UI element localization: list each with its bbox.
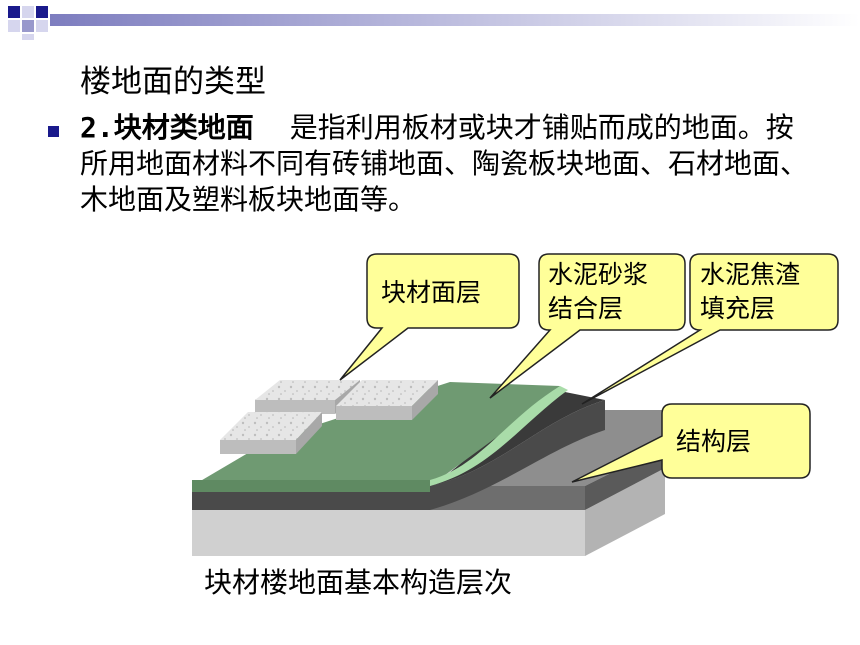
- callout-block-layer: [339, 253, 520, 381]
- bullet-body: 是指利用板材或块才铺贴而成的地面。按所用地面材料不同有砖铺地面、陶瓷板块地面、石…: [80, 111, 809, 216]
- callout-mortar-label-1: 水泥砂浆: [548, 260, 649, 289]
- callout-block-layer-label: 块材面层: [381, 278, 482, 307]
- bullet-square-icon: [48, 126, 59, 137]
- callout-structure-layer: [571, 403, 811, 483]
- marble-tiles: [220, 380, 438, 454]
- bullet-label: 2.块材类地面: [80, 111, 254, 144]
- bullet-paragraph: 2.块材类地面是指利用板材或块才铺贴而成的地面。按所用地面材料不同有砖铺地面、陶…: [80, 110, 810, 218]
- callout-cinder-layer: [581, 253, 839, 405]
- diagram-caption: 块材楼地面基本构造层次: [204, 566, 513, 599]
- callout-cinder-label-1: 水泥焦渣: [700, 260, 801, 289]
- callout-mortar-layer: [489, 253, 686, 399]
- mortar-layer: [192, 382, 568, 492]
- callout-mortar-label-2: 结合层: [548, 294, 624, 323]
- header-decoration: [8, 6, 860, 40]
- callout-structure-label: 结构层: [676, 427, 752, 456]
- page-title: 楼地面的类型: [80, 64, 266, 100]
- callout-cinder-label-2: 填充层: [700, 294, 776, 323]
- floor-construction-diagram: [192, 253, 839, 556]
